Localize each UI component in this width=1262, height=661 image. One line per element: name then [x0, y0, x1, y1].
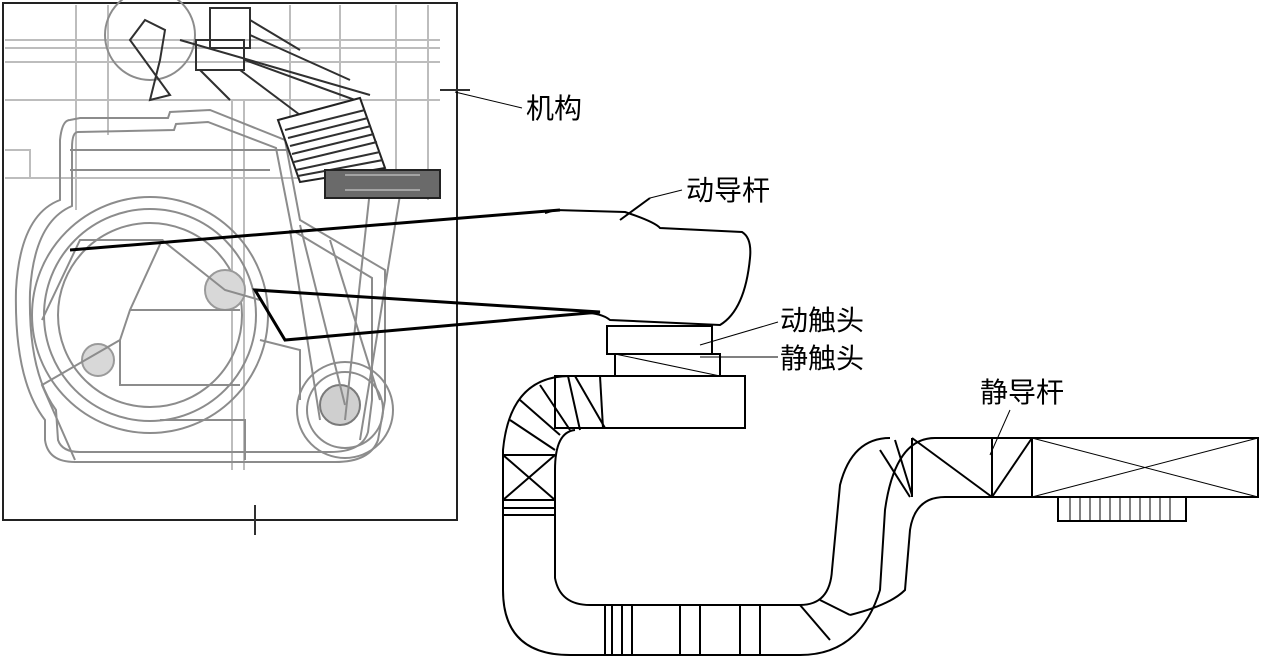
label-moving-contact: 动触头: [780, 304, 864, 337]
mechanism-frame: [2, 2, 458, 521]
leader-moving-contact: [699, 321, 779, 346]
bend-bracing: [502, 375, 606, 501]
leader-static-guide-rod: [989, 409, 1011, 456]
label-static-guide-rod: 静导杆: [980, 376, 1064, 409]
terminal-comb: [1057, 496, 1187, 522]
mechanism-linkages: [40, 189, 401, 461]
static-guide-rod: [502, 375, 1259, 656]
terminal-cross: [1031, 437, 1259, 498]
leader-mechanism: [454, 91, 523, 109]
leader-moving-guide-rod: [649, 189, 683, 199]
mechanism-drawing: [2, 0, 601, 535]
mechanism-pivots: [81, 269, 361, 426]
mechanism-grid: [5, 5, 440, 470]
static-contact: [554, 353, 746, 429]
mechanism-main-link: [69, 208, 601, 342]
moving-contact: [606, 325, 713, 355]
mechanism-spring-block: [276, 96, 441, 199]
upper-bend-bracing: [879, 437, 1033, 498]
label-moving-guide-rod: 动导杆: [686, 174, 770, 207]
bottom-ribs: [604, 599, 851, 655]
moving-guide-rod: [544, 197, 752, 327]
label-static-contact: 静触头: [780, 342, 864, 375]
mechanism-coupling: [128, 7, 371, 116]
label-mechanism: 机构: [526, 92, 582, 125]
frame-center-marks: [254, 89, 470, 535]
leader-lines: [454, 91, 1011, 456]
